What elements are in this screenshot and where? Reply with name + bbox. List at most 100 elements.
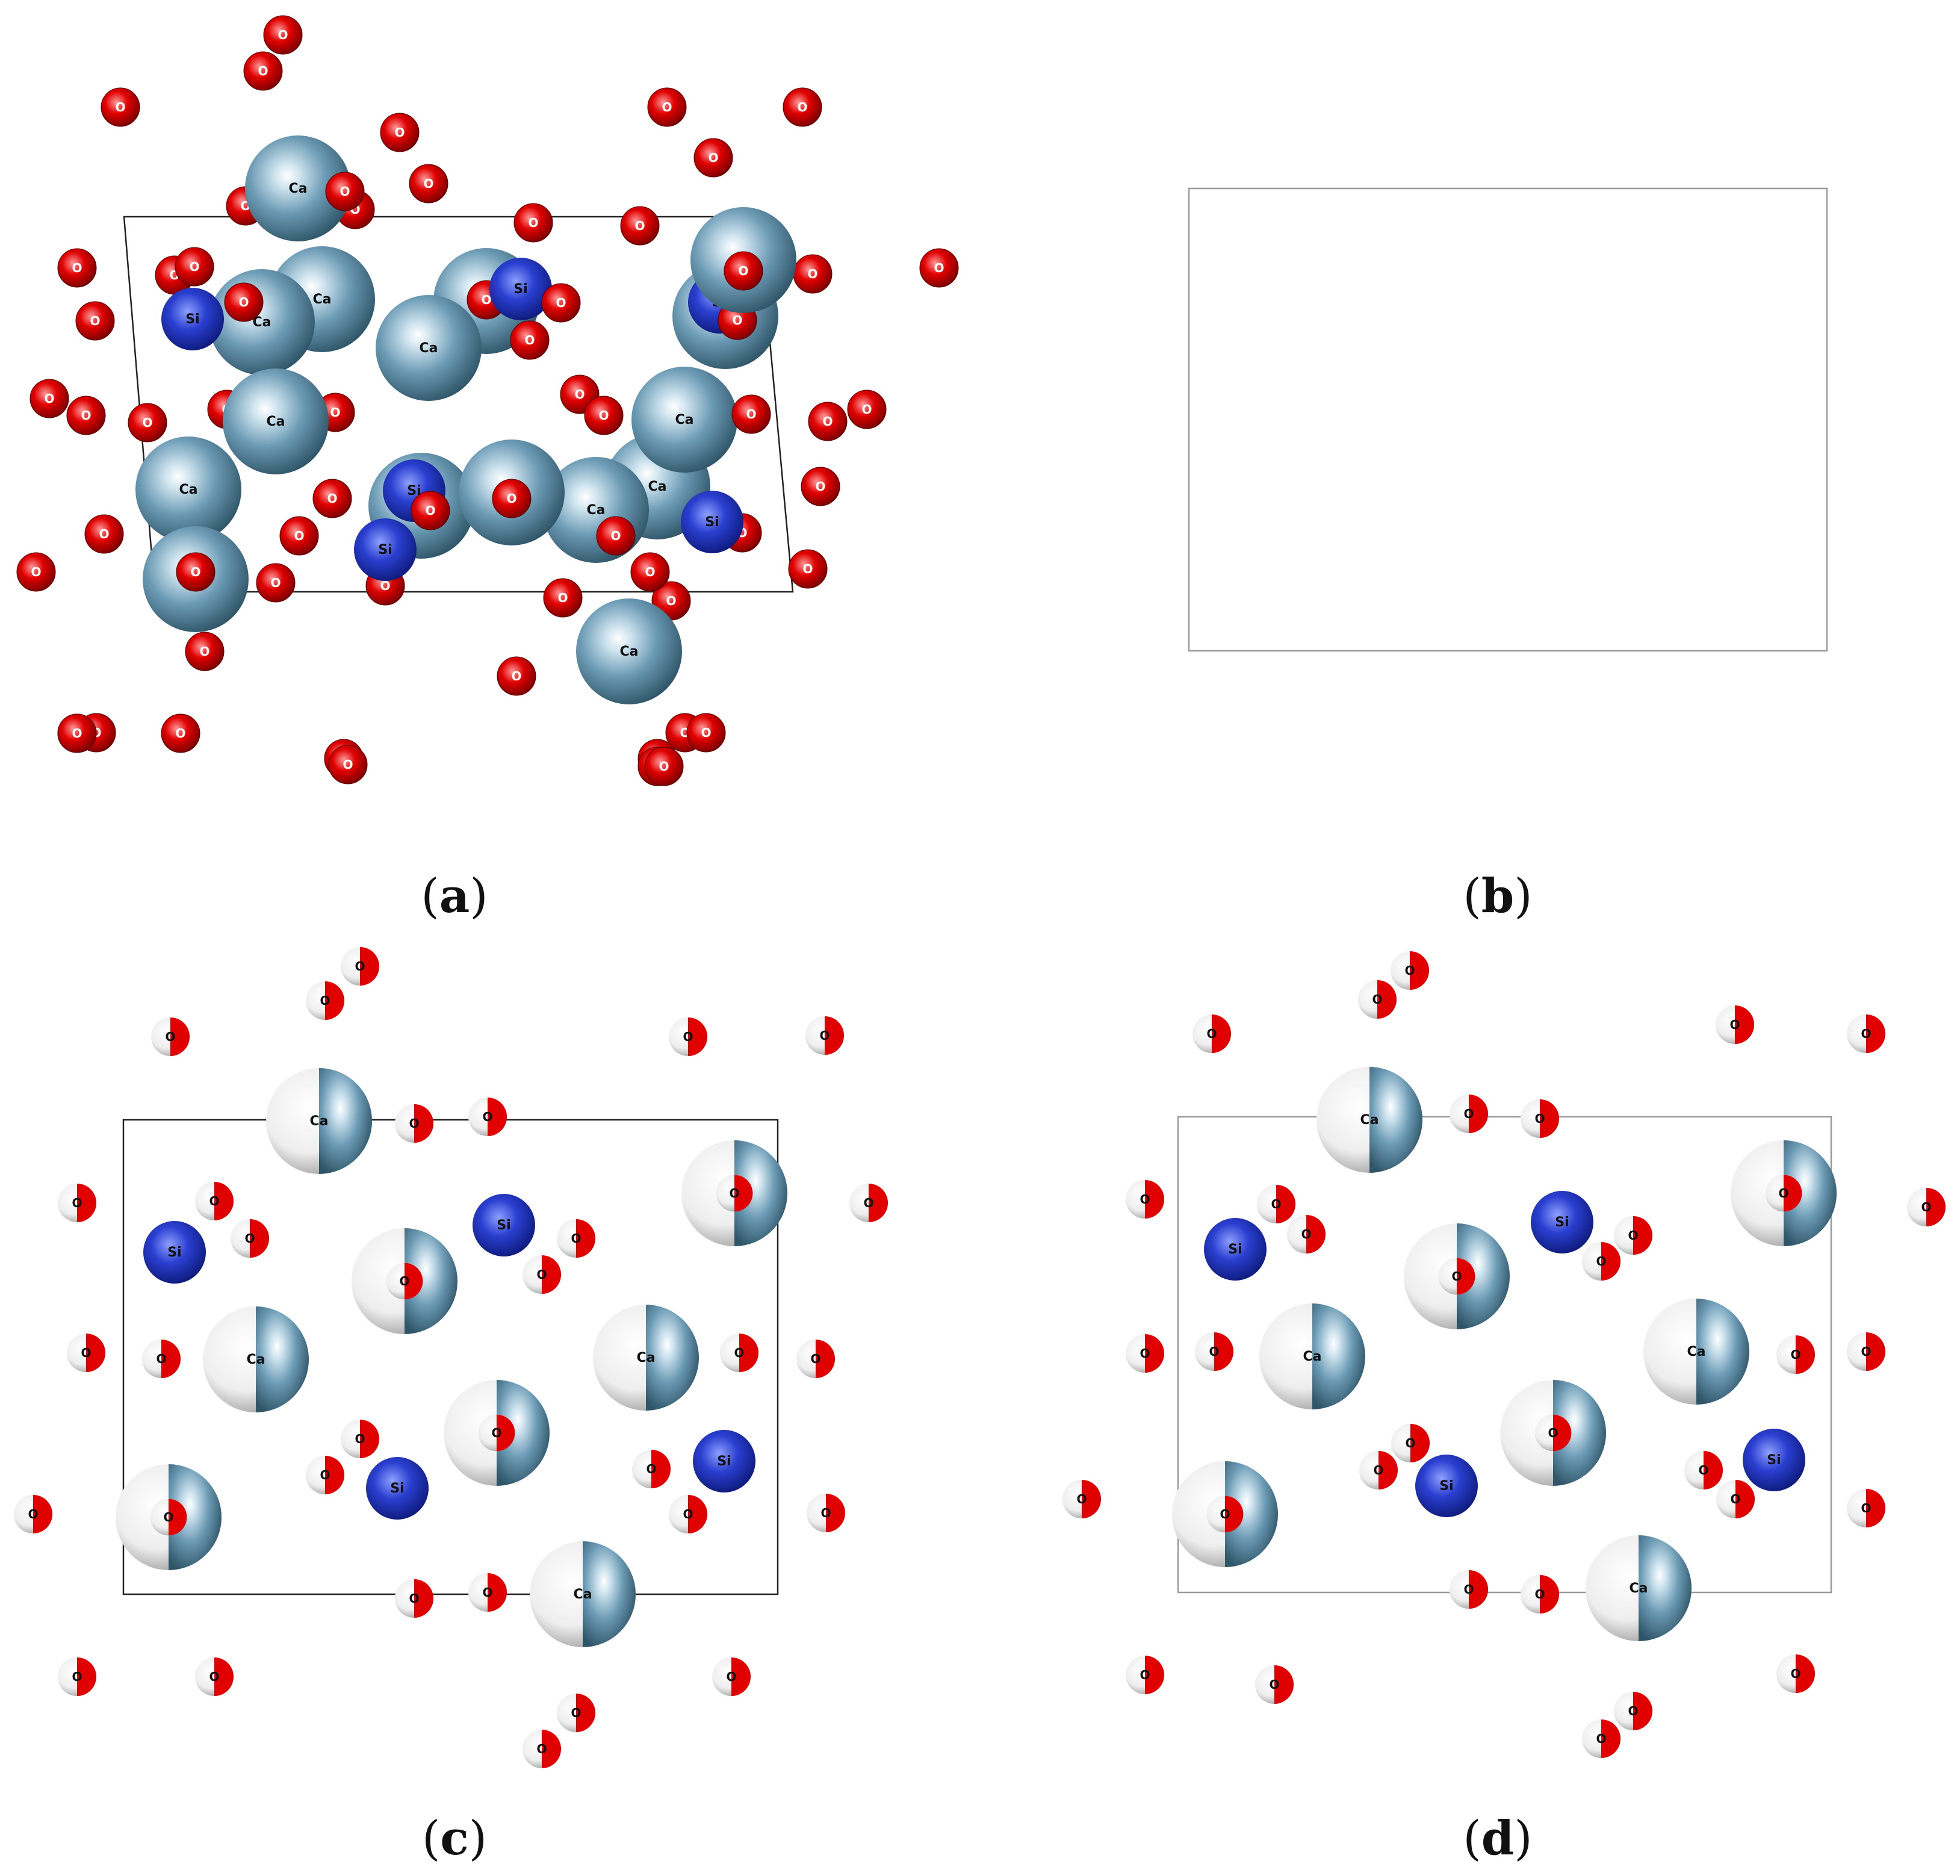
atom-label-o: O — [574, 387, 585, 402]
atom-o-partial: O — [58, 1657, 96, 1696]
atom-label-ca: Ca — [574, 1587, 592, 1602]
atom-label-o: O — [394, 125, 405, 140]
atom-o: O — [161, 713, 200, 753]
atom-o: O — [175, 247, 214, 287]
atom-ca-partial: O — [352, 1228, 457, 1334]
atom-label-o: O — [1301, 1227, 1311, 1241]
atom-label-o: O — [511, 669, 521, 683]
atom-label-si: Si — [705, 515, 719, 530]
atom-label-si: Si — [1767, 1453, 1781, 1468]
atom-label-o: O — [409, 1116, 419, 1131]
atom-label-o: O — [31, 565, 41, 579]
atom-label-ca: Ca — [1360, 1113, 1379, 1128]
atom-label-o: O — [270, 576, 281, 590]
atom-o: O — [541, 283, 581, 323]
atom-o-partial: O — [1716, 1005, 1754, 1044]
atom-o-partial: O — [1684, 1451, 1723, 1489]
atom-o-partial: O — [669, 1017, 707, 1056]
atom-ca: Ca — [631, 367, 737, 473]
atom-label-o: O — [1628, 1228, 1638, 1243]
atom-label-o: O — [807, 267, 817, 281]
atom-label-ca: Ca — [1303, 1349, 1322, 1364]
atom-o-partial: O — [1776, 1654, 1815, 1693]
atom-label-o: O — [1729, 1017, 1740, 1032]
atom-o-partial: O — [341, 947, 379, 986]
atom-o-partial: O — [1847, 1014, 1885, 1053]
atom-label-si: Si — [390, 1481, 404, 1496]
atom-label-o: O — [423, 176, 433, 191]
atom-o-partial: O — [341, 1420, 379, 1458]
atom-o: O — [57, 713, 97, 753]
atom-label-o: O — [646, 1462, 656, 1476]
atom-label-o: O — [238, 295, 249, 309]
atom-o: O — [793, 254, 833, 294]
atom-o: O — [543, 578, 583, 618]
atom-o: O — [101, 87, 140, 127]
atom-label-o: O — [209, 1194, 219, 1208]
atom-ca-partial: O — [1500, 1380, 1606, 1486]
atom-label-o: O — [425, 503, 435, 518]
atom-label-o: O — [355, 959, 365, 974]
atom-o: O — [263, 15, 303, 55]
atom-label-o: O — [822, 414, 833, 429]
atom-label-o: O — [175, 726, 185, 741]
atom-o-partial: O — [1582, 1242, 1620, 1281]
atom-o: O — [312, 479, 352, 518]
atom-o-partial: O — [1255, 1665, 1294, 1704]
atom-o: O — [808, 402, 848, 441]
atom-ca-partial: O — [1731, 1140, 1837, 1246]
atom-label-si: Si — [717, 1454, 731, 1469]
atom-label-ca: Ca — [420, 341, 438, 356]
atom-o-partial: O — [1614, 1216, 1652, 1255]
atom-label-o: O — [294, 529, 304, 543]
atom-label-o: O — [571, 1231, 581, 1246]
atom-o-partial: O — [395, 1104, 433, 1143]
atom-o: O — [16, 552, 56, 592]
atom-o: O — [847, 390, 887, 429]
atom-o-partial: O — [1126, 1180, 1164, 1219]
atom-o-partial: O — [195, 1182, 234, 1220]
atom-o: O — [224, 282, 264, 322]
atom-label-si: Si — [407, 483, 421, 499]
caption-c: (c) — [422, 1811, 487, 1866]
atom-ca-partial: Ca — [593, 1305, 699, 1411]
caption-d: (d) — [1463, 1811, 1532, 1866]
atom-label-ca: Ca — [648, 479, 667, 494]
atom-label-o: O — [491, 1426, 501, 1440]
atom-label-o: O — [1206, 1027, 1217, 1041]
atom-label-si: Si — [185, 312, 199, 327]
atom-label-o: O — [934, 261, 944, 275]
atom-ca-partial: Ca — [1316, 1067, 1422, 1173]
atom-o-partial: O — [1450, 1570, 1488, 1609]
atom-si: Si — [489, 258, 552, 320]
atom-label-o: O — [802, 562, 813, 576]
atom-label-o: O — [327, 491, 337, 506]
atom-label-o: O — [662, 100, 672, 114]
atom-label-o: O — [819, 1028, 830, 1043]
atom-label-o: O — [536, 1267, 547, 1282]
atom-label-o: O — [190, 565, 200, 579]
atom-o-partial: O — [306, 1456, 344, 1494]
atom-ca-partial: Ca — [1259, 1303, 1365, 1409]
atom-label-o: O — [1861, 1027, 1871, 1041]
atom-o-partial: O — [523, 1730, 561, 1768]
atom-o-partial: O — [1358, 980, 1397, 1019]
atom-label-o: O — [683, 1507, 693, 1521]
atom-o: O — [84, 514, 124, 554]
atom-ca: Ca — [576, 598, 682, 704]
atom-label-o: O — [820, 1506, 831, 1520]
atom-ca-partial: O — [116, 1464, 222, 1570]
atom-o-partial: O — [805, 1016, 844, 1055]
atom-label-o: O — [399, 1274, 409, 1288]
atom-o-partial: O — [1062, 1480, 1101, 1518]
caption-a: (a) — [421, 869, 488, 924]
atom-o: O — [176, 552, 216, 592]
atom-label-o: O — [1140, 1668, 1150, 1682]
atom-label-o: O — [165, 1030, 175, 1044]
atom-label-o: O — [72, 1669, 82, 1684]
atom-label-o: O — [72, 1196, 82, 1210]
atom-label-o: O — [44, 391, 54, 406]
atom-o: O — [497, 656, 536, 696]
atom-ca-partial: Ca — [1586, 1535, 1692, 1641]
atom-o: O — [185, 632, 225, 671]
